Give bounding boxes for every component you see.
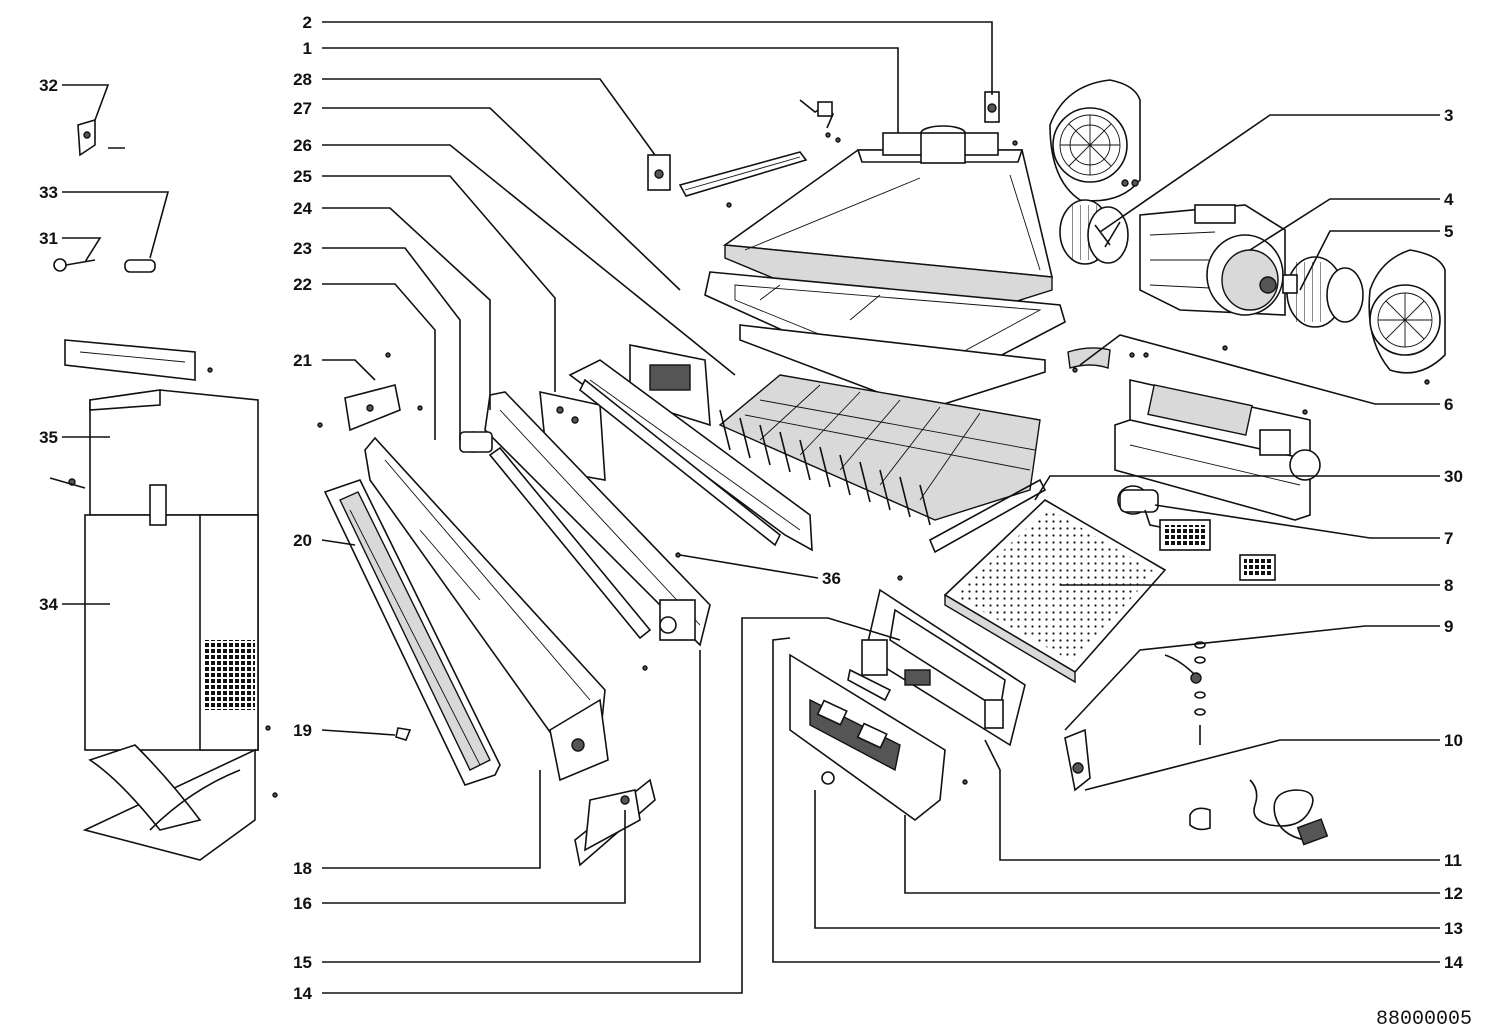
- label-2: 2: [303, 13, 312, 32]
- grease-filter-grid: [718, 374, 1047, 554]
- label-30: 30: [1444, 467, 1463, 486]
- label-26: 25: [293, 167, 312, 186]
- label-12: 12: [1444, 884, 1463, 903]
- small-clip-20: [395, 727, 412, 741]
- fixing-parts: [49, 118, 156, 489]
- label-18: 16: [293, 894, 312, 913]
- control-box: [1114, 379, 1321, 521]
- label-33: 33: [39, 183, 58, 202]
- switch-part: [1064, 728, 1091, 792]
- label-6: 6: [1444, 395, 1453, 414]
- fan-housing-top: [1049, 79, 1141, 202]
- long-strip: [484, 391, 711, 647]
- label-29: 28: [293, 70, 312, 89]
- fan-impeller-right: [1282, 256, 1364, 328]
- label-9: 9: [1444, 617, 1453, 636]
- label-22: 21: [293, 351, 312, 370]
- label-25: 24: [293, 199, 312, 218]
- lamp-tube: [459, 431, 652, 671]
- chimney-bracket: [64, 339, 213, 381]
- chimney: [84, 389, 259, 751]
- small-bracket: [317, 352, 423, 432]
- strip-part: [1067, 347, 1149, 373]
- label-1: 1: [303, 39, 312, 58]
- duct-base: [82, 725, 278, 861]
- label-4: 4: [1444, 190, 1454, 209]
- label-35: 35: [39, 428, 58, 447]
- label-3: 3: [1444, 106, 1453, 125]
- label-8: 8: [1444, 576, 1453, 595]
- light-housing: [364, 436, 609, 782]
- hood-frame: [704, 271, 1066, 411]
- label-14: 14: [1444, 953, 1463, 972]
- part-drawings: [49, 79, 1446, 867]
- label-36: 36: [822, 569, 841, 588]
- label-10: 10: [1444, 731, 1463, 750]
- label-27: 26: [293, 136, 312, 155]
- label-21: 20: [293, 531, 312, 550]
- long-panel: [568, 359, 813, 552]
- leader-lines: [62, 21, 1440, 994]
- label-23: 22: [293, 275, 312, 294]
- label-28: 27: [293, 99, 312, 118]
- label-5: 5: [1444, 222, 1453, 241]
- drawing-reference-number: 88000005: [1376, 1008, 1472, 1031]
- lamp-holder-cable: [1189, 779, 1329, 846]
- perforated-filter: [943, 499, 1167, 684]
- label-7: 7: [1444, 529, 1453, 548]
- label-20: 19: [293, 721, 312, 740]
- label-32: 32: [39, 76, 58, 95]
- screws-washers: [1164, 641, 1206, 745]
- part-labels: 2 1 28 27 26 25 24 23 22 21 20 19 18 16 …: [39, 13, 1472, 1031]
- label-16: 15: [293, 953, 312, 972]
- label-34: 34: [39, 595, 58, 614]
- top-bracket: [647, 151, 808, 208]
- glass-diffuser: [323, 479, 501, 786]
- capacitor: [1117, 485, 1161, 528]
- light-bracket: [861, 575, 1026, 747]
- label-15: 14: [293, 984, 312, 1003]
- label-24: 23: [293, 239, 312, 258]
- motor: [1139, 204, 1286, 351]
- label-19: 18: [293, 859, 312, 878]
- label-13: 13: [1444, 919, 1463, 938]
- terminal-blocks: [1159, 519, 1276, 581]
- label-11: 11: [1444, 851, 1462, 870]
- front-control-panel: [789, 653, 968, 822]
- fan-impeller-left: [1059, 199, 1129, 265]
- label-31: 31: [39, 229, 58, 248]
- end-cap: [574, 778, 656, 867]
- fan-housing-right: [1368, 249, 1446, 385]
